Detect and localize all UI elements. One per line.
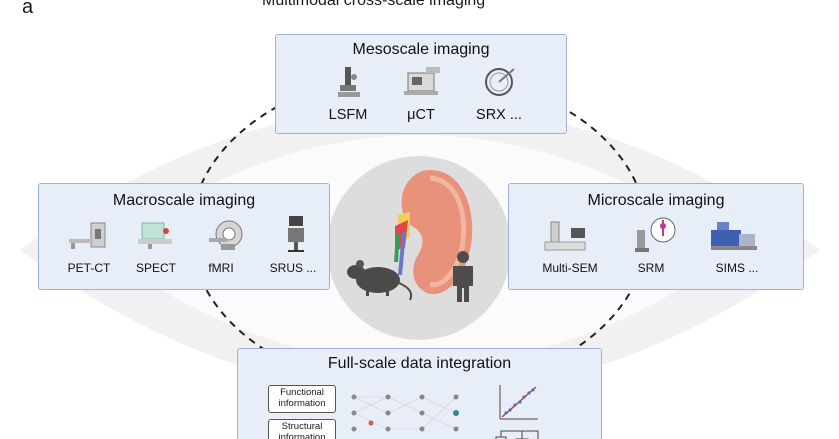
- integration-panel: Full-scale data integration Functional i…: [237, 348, 602, 439]
- microscale-title: Microscale imaging: [587, 192, 725, 209]
- mesoscale-item-label: μCT: [407, 107, 435, 123]
- neural-network-icon: [351, 394, 459, 432]
- kidney-icon: [394, 170, 473, 295]
- macroscale-item-label: SPECT: [135, 261, 176, 275]
- scatter-plot-icon: [499, 385, 538, 420]
- pet-ct-scanner-icon: [69, 222, 106, 249]
- macroscale-panel: Macroscale imaging PET-CT SPECT fMRI SRU…: [38, 183, 330, 290]
- synchrotron-ring-icon: [485, 68, 515, 96]
- mesoscale-item-label: LSFM: [328, 107, 368, 123]
- mesoscale-item-label: SRX ...: [476, 107, 522, 123]
- super-resolution-microscope-icon: [635, 217, 676, 252]
- micro-ct-scanner-icon: [404, 67, 440, 95]
- structural-info-box: Structural information: [268, 419, 336, 439]
- mri-scanner-icon: [209, 220, 243, 250]
- microscale-item-label: SIMS ...: [715, 261, 759, 275]
- mass-spectrometer-icon: [711, 222, 757, 250]
- macroscale-item-label: PET-CT: [67, 261, 111, 275]
- spect-scanner-icon: [138, 222, 172, 249]
- microscale-panel: Microscale imaging Multi-SEM SRM SIMS ..…: [508, 183, 804, 290]
- microscale-item-label: SRM: [637, 261, 665, 275]
- integration-title: Full-scale data integration: [327, 355, 512, 372]
- human-icon: [453, 251, 473, 302]
- microscale-item-label: Multi-SEM: [542, 261, 598, 275]
- functional-info-box: Functional information: [268, 385, 336, 413]
- mouse-icon: [347, 260, 413, 301]
- macroscale-title: Macroscale imaging: [112, 192, 256, 209]
- mesoscale-title: Mesoscale imaging: [352, 41, 490, 58]
- electron-microscope-icon: [544, 221, 586, 251]
- macroscale-item-label: SRUS ...: [269, 261, 317, 275]
- macroscale-item-label: fMRI: [208, 261, 234, 275]
- dendrogram-icon: [495, 430, 539, 439]
- light-sheet-microscope-icon: [338, 67, 360, 97]
- mesoscale-panel: Mesoscale imaging LSFM μCT SRX ...: [275, 34, 567, 134]
- figure-title: Multimodal cross-scale imaging: [262, 0, 486, 9]
- ultrasound-cart-icon: [288, 216, 304, 252]
- panel-letter: a: [22, 0, 34, 18]
